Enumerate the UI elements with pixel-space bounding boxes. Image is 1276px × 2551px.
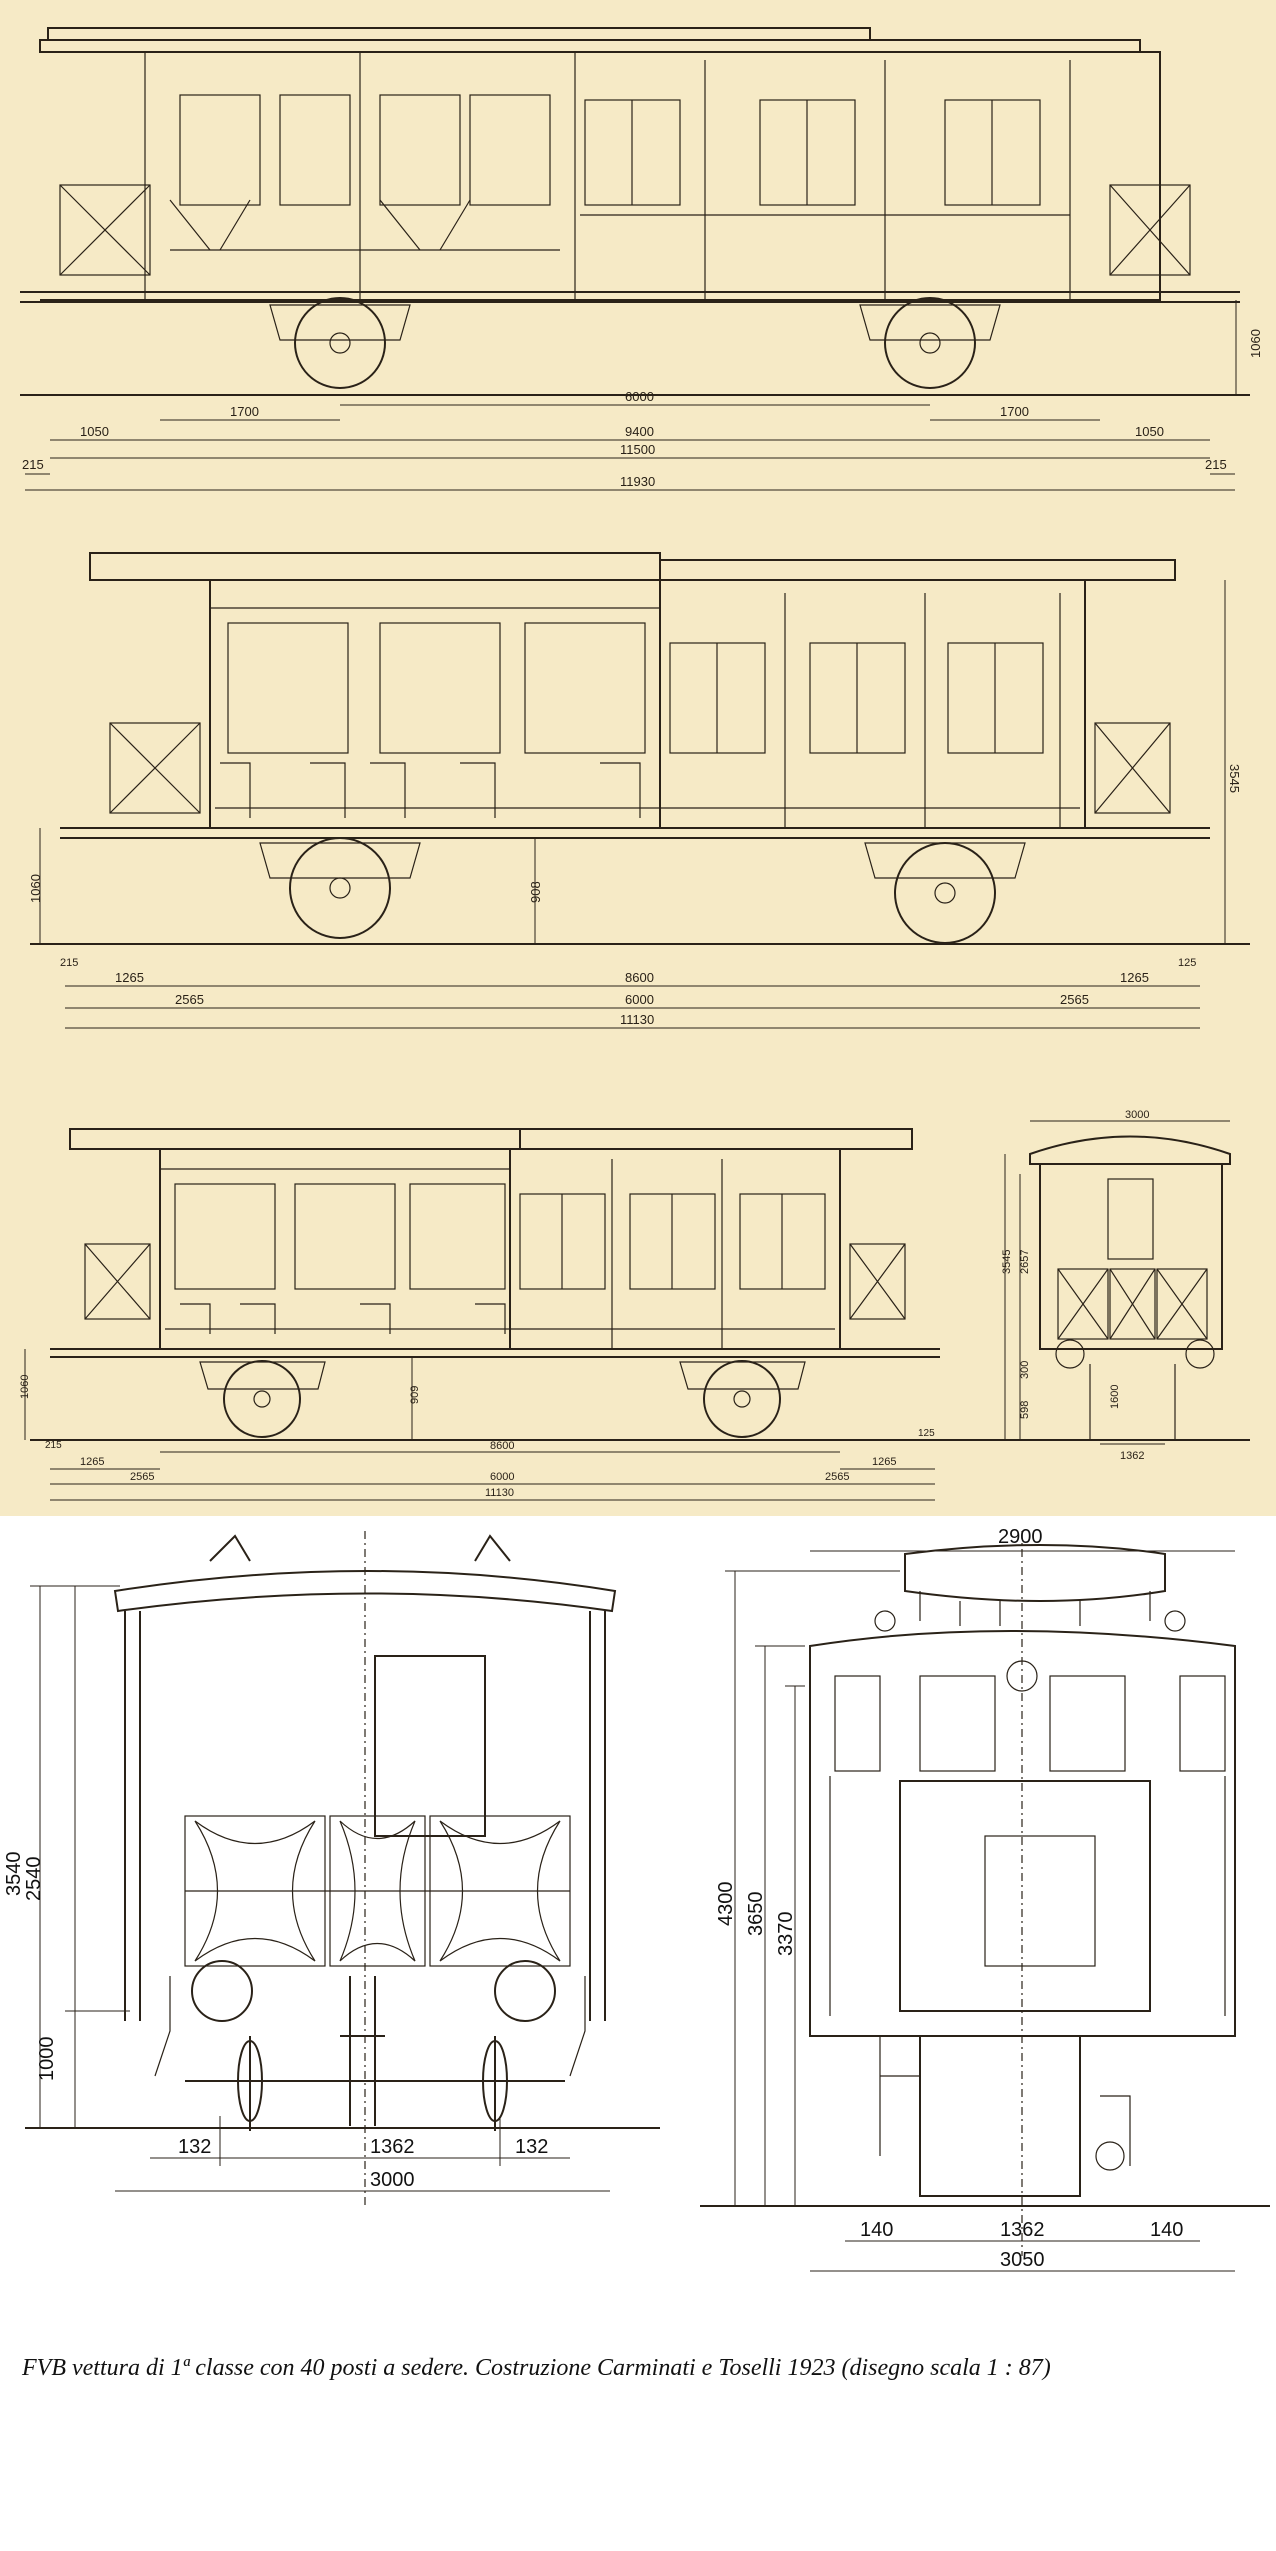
end-dim-2657: 2657: [1019, 1250, 1031, 1274]
side-elevation-2-drawing: 3545 1060 908 215 1265 8600 1265 2565 60…: [28, 552, 1250, 1029]
dim-3370: 3370: [775, 1912, 797, 1957]
end-view-right: [700, 1531, 1270, 2256]
panel-end-views: 2540 3540 1000 132 1362 132 3000: [0, 1516, 1276, 2336]
end-view-small: [1029, 1135, 1231, 1440]
dim-2900: 2900: [998, 1526, 1043, 1548]
dim-1265-left: 1265: [80, 1456, 104, 1468]
dim-1362-right: 1362: [1000, 2219, 1045, 2241]
panel-side-elevation-1: 215 1050 1700 6000 1700 9400 1050 11500 …: [0, 0, 1276, 508]
dim-9400: 9400: [625, 424, 654, 439]
dim-1050-right: 1050: [1135, 424, 1164, 439]
side-and-end-view-drawing: 3000 3545 2657 300 598 1600 1362 1060 90…: [19, 1109, 1250, 1501]
dim-1265-right: 1265: [1120, 970, 1149, 985]
dim-11130: 11130: [485, 1487, 514, 1499]
dim-4300: 4300: [715, 1882, 737, 1927]
dim-215-right: 215: [1205, 457, 1227, 472]
dim-6000: 6000: [490, 1471, 514, 1483]
dim-3540: 3540: [3, 1852, 25, 1897]
dim-3000: 3000: [370, 2169, 415, 2191]
dim-1060: 1060: [19, 1375, 31, 1399]
dim-8600: 8600: [625, 970, 654, 985]
dim-2565-right: 2565: [825, 1471, 849, 1483]
dim-1060: 1060: [1248, 329, 1263, 358]
end-dim-1600: 1600: [1109, 1385, 1121, 1409]
end-views-drawing: 2540 3540 1000 132 1362 132 3000: [3, 1526, 1270, 2272]
dim-140-right: 140: [1150, 2219, 1183, 2241]
dim-215: 215: [45, 1440, 62, 1451]
end-dim-300: 300: [1019, 1361, 1031, 1379]
dim-215-left: 215: [22, 457, 44, 472]
dim-908: 908: [528, 881, 543, 903]
end-view-left: [25, 1531, 660, 2206]
dim-3050: 3050: [1000, 2249, 1045, 2271]
dim-6000: 6000: [625, 992, 654, 1007]
end-dim-3545: 3545: [1001, 1250, 1013, 1274]
dim-1060: 1060: [28, 874, 43, 903]
dim-125: 125: [918, 1428, 935, 1439]
panel-side-and-end-view: 3000 3545 2657 300 598 1600 1362 1060 90…: [0, 1064, 1276, 1516]
dim-1000: 1000: [36, 2037, 58, 2082]
dim-125: 125: [1178, 957, 1196, 969]
dim-1700-right: 1700: [1000, 404, 1029, 419]
dim-909: 909: [409, 1386, 421, 1404]
panel-side-elevation-2: 3545 1060 908 215 1265 8600 1265 2565 60…: [0, 508, 1276, 1064]
dim-132-left: 132: [178, 2136, 211, 2158]
dim-2540: 2540: [23, 1857, 45, 1902]
dim-1362-left: 1362: [370, 2136, 415, 2158]
dim-2565-right: 2565: [1060, 992, 1089, 1007]
dim-132-right: 132: [515, 2136, 548, 2158]
dim-140-left: 140: [860, 2219, 893, 2241]
end-dim-598: 598: [1019, 1401, 1031, 1419]
dim-11130: 11130: [620, 1012, 654, 1027]
end-dim-1362: 1362: [1120, 1450, 1144, 1462]
dim-1050-left: 1050: [80, 424, 109, 439]
figure-caption: FVB vettura di 1ª classe con 40 posti a …: [22, 2355, 1051, 2381]
dim-1265-right: 1265: [872, 1456, 896, 1468]
end-dim-3000: 3000: [1125, 1109, 1149, 1121]
dim-215: 215: [60, 957, 78, 969]
dim-1265-left: 1265: [115, 970, 144, 985]
dim-8600: 8600: [490, 1440, 514, 1452]
dim-6000: 6000: [625, 389, 654, 404]
dim-3545: 3545: [1227, 764, 1242, 793]
dim-11930: 11930: [620, 474, 655, 489]
dim-2565-left: 2565: [175, 992, 204, 1007]
dim-3650: 3650: [745, 1892, 767, 1937]
dim-2565-left: 2565: [130, 1471, 154, 1483]
dim-1700-left: 1700: [230, 404, 259, 419]
dim-11500: 11500: [620, 442, 655, 457]
side-elevation-1-drawing: 215 1050 1700 6000 1700 9400 1050 11500 …: [20, 27, 1263, 491]
